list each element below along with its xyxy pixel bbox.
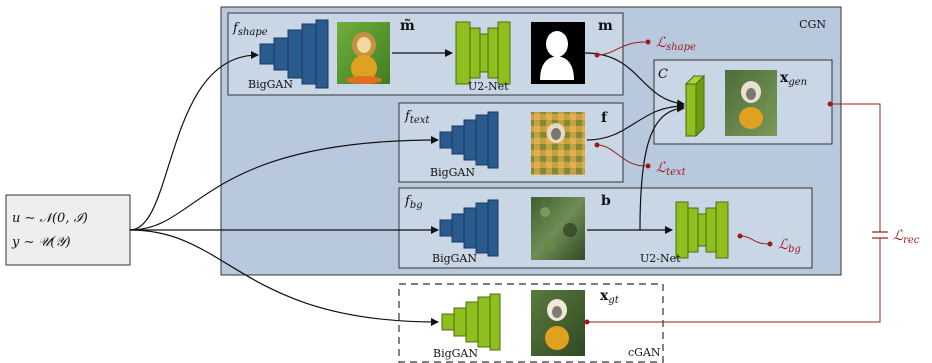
mask-label: m	[598, 18, 613, 34]
texture-label: f	[601, 110, 608, 126]
tilde-mask-label: m̃	[400, 17, 415, 34]
texture-image-icon	[531, 112, 585, 175]
input-noise-label: u ∼ 𝒩(0, ℐ)	[12, 211, 88, 226]
shape-func-label: fshape	[232, 21, 268, 38]
composer-icon	[684, 74, 706, 138]
bg-biggan-icon	[439, 199, 499, 257]
mask-silhouette-icon	[531, 22, 585, 84]
cgan-label: cGAN	[628, 346, 661, 359]
text-biggan-icon	[439, 111, 499, 169]
cgan-panel	[398, 283, 664, 363]
text-func-label: ftext	[404, 109, 430, 126]
shape-biggan-icon	[259, 19, 329, 89]
cgn-label: CGN	[799, 18, 826, 31]
loss-rec-label: ℒrec	[893, 228, 920, 246]
shape-unet-icon	[455, 21, 511, 85]
monkey-image-icon	[337, 22, 390, 84]
cgan-biggan-label: BigGAN	[433, 347, 478, 360]
text-biggan-label: BigGAN	[430, 166, 475, 179]
cgan-biggan-icon	[441, 293, 501, 351]
loss-text-label: ℒtext	[656, 160, 687, 178]
shape-biggan-label: BigGAN	[248, 78, 293, 91]
generated-label: xgen	[780, 70, 807, 88]
ground-truth-label: xgt	[600, 288, 620, 306]
arrow-background-to-composer	[639, 104, 685, 231]
composer-label: C	[658, 67, 668, 82]
loss-text-connector	[594, 142, 651, 169]
shape-unet-label: U2-Net	[468, 80, 509, 93]
background-image-icon	[531, 197, 585, 260]
input-class-label: y ∼ 𝒰(𝒴)	[11, 235, 71, 250]
bg-biggan-label: BigGAN	[432, 252, 477, 265]
loss-rec-connector	[584, 101, 888, 325]
loss-bg-connector	[737, 233, 773, 247]
arrow-input-to-shape	[129, 51, 259, 231]
loss-bg-label: ℒbg	[778, 237, 801, 255]
bg-func-label: fbg	[404, 194, 423, 211]
arrow-input-to-text	[129, 136, 439, 231]
ground-truth-image-icon	[531, 290, 585, 356]
loss-shape-connector	[594, 39, 651, 58]
background-label: b	[601, 193, 611, 209]
loss-shape-label: ℒshape	[656, 35, 696, 53]
arrow-texture-to-composer	[586, 102, 685, 141]
bg-unet-label: U2-Net	[640, 252, 681, 265]
arrow-input-to-cgan	[129, 229, 439, 326]
generated-image-icon	[725, 70, 777, 136]
input-box	[5, 194, 131, 266]
bg-unet-icon	[675, 201, 729, 259]
